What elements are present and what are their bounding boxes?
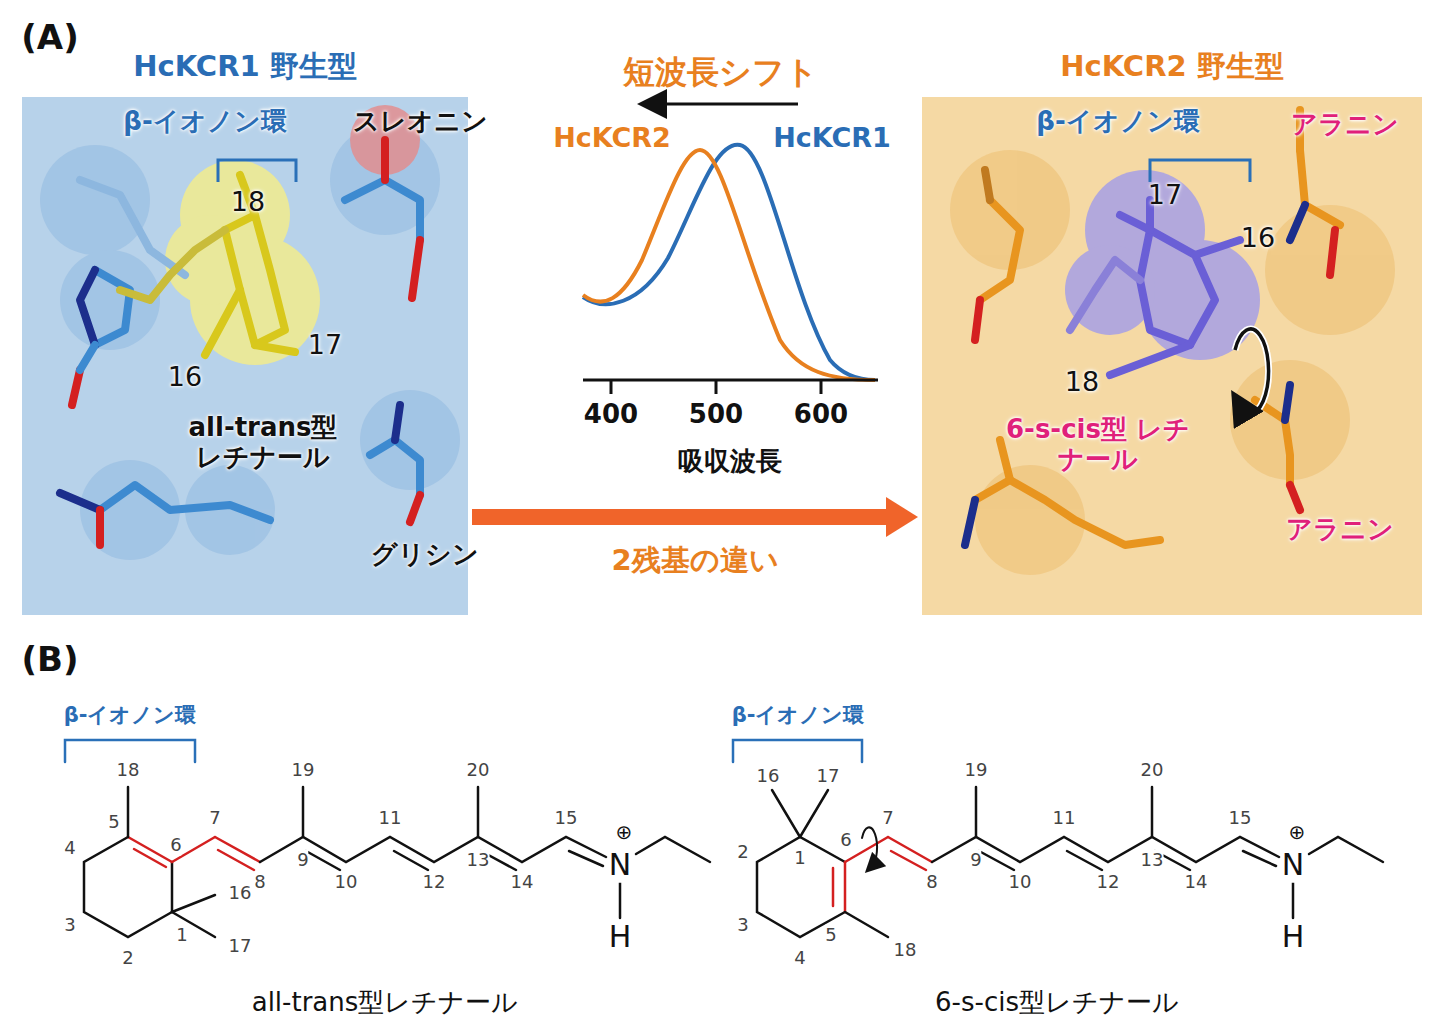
atom-number: 12: [423, 872, 446, 893]
atom-number: 6: [840, 830, 851, 851]
atom-symbol: N: [609, 848, 631, 883]
residue-label: アラニン: [1286, 515, 1394, 545]
structure-caption: all-trans型レチナール: [252, 988, 519, 1018]
atom-number: 17: [229, 936, 252, 957]
charge-symbol: ⊕: [1289, 821, 1306, 844]
atom-number: 10: [335, 872, 358, 893]
atom-number: 12: [1097, 872, 1120, 893]
residue-label: グリシン: [371, 540, 479, 570]
retinal-structures: [65, 740, 1383, 937]
atom-number: 14: [511, 872, 534, 893]
atom-number: 19: [292, 760, 315, 781]
atom-number: 5: [108, 812, 119, 833]
tick-label: 400: [584, 400, 638, 430]
axis-label: 吸収波長: [678, 447, 782, 477]
atom-number: 13: [1141, 850, 1164, 871]
atom-number: 20: [1141, 760, 1164, 781]
panel-title: HcKCR1 野生型: [22, 47, 468, 87]
atom-number: 8: [254, 872, 265, 893]
ring-label: β-イオノン環: [123, 107, 286, 137]
atom-number: 7: [209, 808, 220, 829]
atom-number: 9: [297, 850, 308, 871]
atom-number: 10: [1009, 872, 1032, 893]
kcr2-pocket: [922, 97, 1422, 615]
atom-number: 3: [737, 915, 748, 936]
structure-caption: 6-s-cis型レチナール: [935, 988, 1179, 1018]
atom-number: 11: [1053, 808, 1076, 829]
carbon-number: 17: [1148, 179, 1182, 210]
atom-number: 4: [64, 838, 75, 859]
kcr1-pocket: [22, 97, 468, 615]
charge-symbol: ⊕: [616, 821, 633, 844]
carbon-number: 18: [1065, 366, 1099, 397]
transition-arrow: [472, 497, 918, 537]
structure-panel: HcKCR1 野生型: [22, 97, 468, 615]
atom-number: 18: [117, 760, 140, 781]
edge-label: 2残基の違い: [611, 544, 778, 577]
atom-number: 7: [882, 808, 893, 829]
atom-number: 2: [122, 948, 133, 969]
atom-number: 16: [229, 883, 252, 904]
series-label: HcKCR1: [773, 122, 891, 153]
panel-title: HcKCR2 野生型: [922, 47, 1422, 87]
atom-symbol: N: [1282, 848, 1304, 883]
atom-number: 2: [737, 842, 748, 863]
atom-number: 16: [757, 766, 780, 787]
atom-number: 19: [965, 760, 988, 781]
atom-symbol: H: [609, 920, 632, 955]
atom-number: 3: [64, 915, 75, 936]
ring-label: β-イオノン環: [1036, 107, 1199, 137]
shift-label: 短波長シフト: [623, 54, 818, 91]
atom-number: 5: [825, 925, 836, 946]
atom-number: 15: [1229, 808, 1252, 829]
atom-number: 1: [794, 848, 805, 869]
carbon-number: 18: [231, 186, 265, 217]
residue-label: アラニン: [1291, 110, 1399, 140]
series-label: HcKCR2: [553, 122, 671, 153]
tick-label: 600: [794, 400, 848, 430]
atom-number: 6: [170, 835, 181, 856]
atom-number: 20: [467, 760, 490, 781]
atom-number: 11: [379, 808, 402, 829]
carbon-number: 16: [1241, 222, 1275, 253]
atom-number: 1: [176, 925, 187, 946]
panel-letter: (B): [22, 640, 79, 679]
retinal-label: all-trans型 レチナール: [176, 413, 351, 473]
atom-number: 8: [926, 872, 937, 893]
carbon-number: 17: [308, 329, 342, 360]
carbon-number: 16: [168, 361, 202, 392]
atom-number: 9: [970, 850, 981, 871]
ring-label: β-イオノン環: [64, 703, 197, 727]
residue-label: スレオニン: [353, 107, 488, 137]
atom-number: 17: [817, 766, 840, 787]
atom-number: 18: [894, 940, 917, 961]
panel-letter: (A): [21, 18, 78, 57]
retinal-label: 6-s-cis型 レチナール: [1003, 415, 1193, 475]
atom-number: 4: [794, 948, 805, 969]
atom-symbol: H: [1282, 920, 1305, 955]
atom-number: 15: [555, 808, 578, 829]
atom-number: 14: [1185, 872, 1208, 893]
tick-label: 500: [689, 400, 743, 430]
atom-number: 13: [467, 850, 490, 871]
ring-label: β-イオノン環: [732, 703, 865, 727]
